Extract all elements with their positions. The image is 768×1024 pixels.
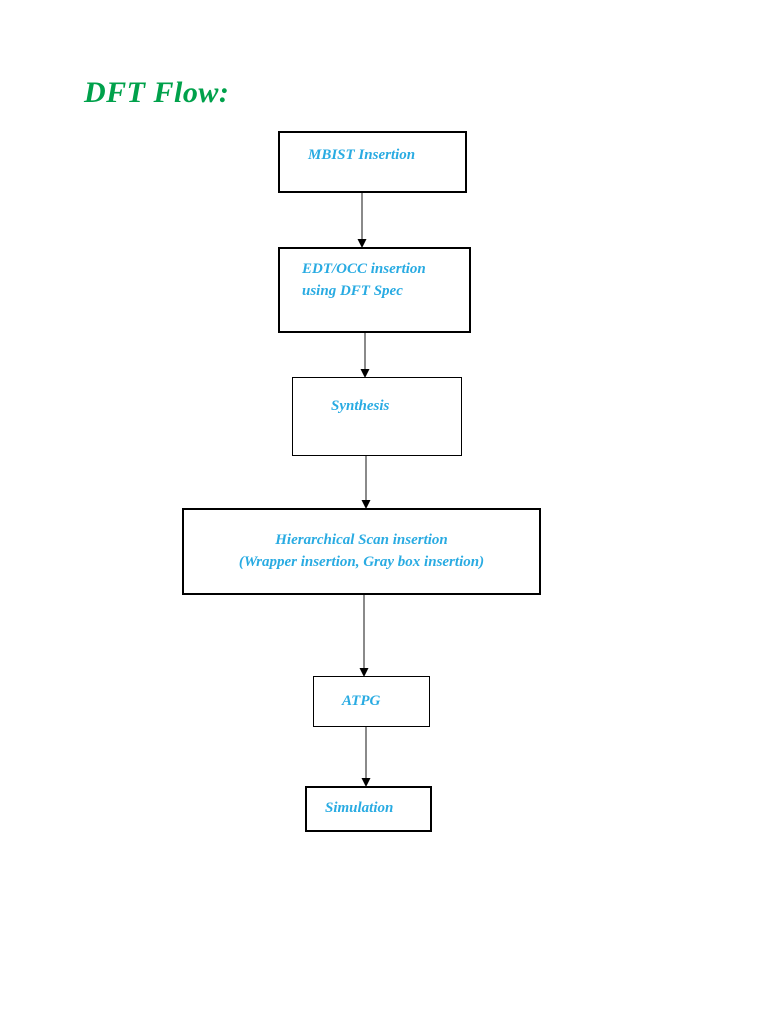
flow-node-label-mbist-line-1: MBIST Insertion	[308, 147, 416, 163]
flow-node-text-atpg: ATPG	[342, 691, 429, 713]
flow-node-edt-occ[interactable]: EDT/OCC insertion using DFT Spec	[278, 247, 471, 333]
flow-node-label-edt-occ-line-2: using DFT Spec	[302, 282, 403, 299]
flow-node-atpg[interactable]: ATPG	[313, 676, 430, 727]
flow-node-text-hier-scan: Hierarchical Scan insertion (Wrapper inse…	[184, 530, 539, 574]
flow-node-label-hier-scan-line-1: Hierarchical Scan insertion	[275, 531, 448, 548]
flow-node-label-atpg-line-1: ATPG	[342, 692, 381, 709]
flow-node-text-edt-occ: EDT/OCC insertion using DFT Spec	[302, 259, 469, 303]
flow-node-label-simulation-line-1: Simulation	[325, 800, 394, 817]
flow-node-label-hier-scan-line-2: (Wrapper insertion, Gray box insertion)	[238, 553, 485, 570]
flow-node-text-simulation: Simulation	[325, 798, 430, 820]
flow-node-label-synthesis-line-1: Synthesis	[331, 398, 390, 414]
flow-node-synthesis[interactable]: Synthesis	[292, 377, 462, 456]
flow-node-mbist[interactable]: MBIST Insertion	[278, 131, 467, 193]
flow-node-label-edt-occ-line-1: EDT/OCC insertion	[302, 261, 426, 277]
page-title: DFT Flow:	[84, 76, 230, 109]
flow-node-text-synthesis: Synthesis	[331, 396, 461, 418]
flow-node-simulation[interactable]: Simulation	[305, 786, 432, 832]
flow-node-hier-scan[interactable]: Hierarchical Scan insertion (Wrapper inse…	[182, 508, 541, 595]
flow-node-text-mbist: MBIST Insertion	[308, 145, 465, 167]
